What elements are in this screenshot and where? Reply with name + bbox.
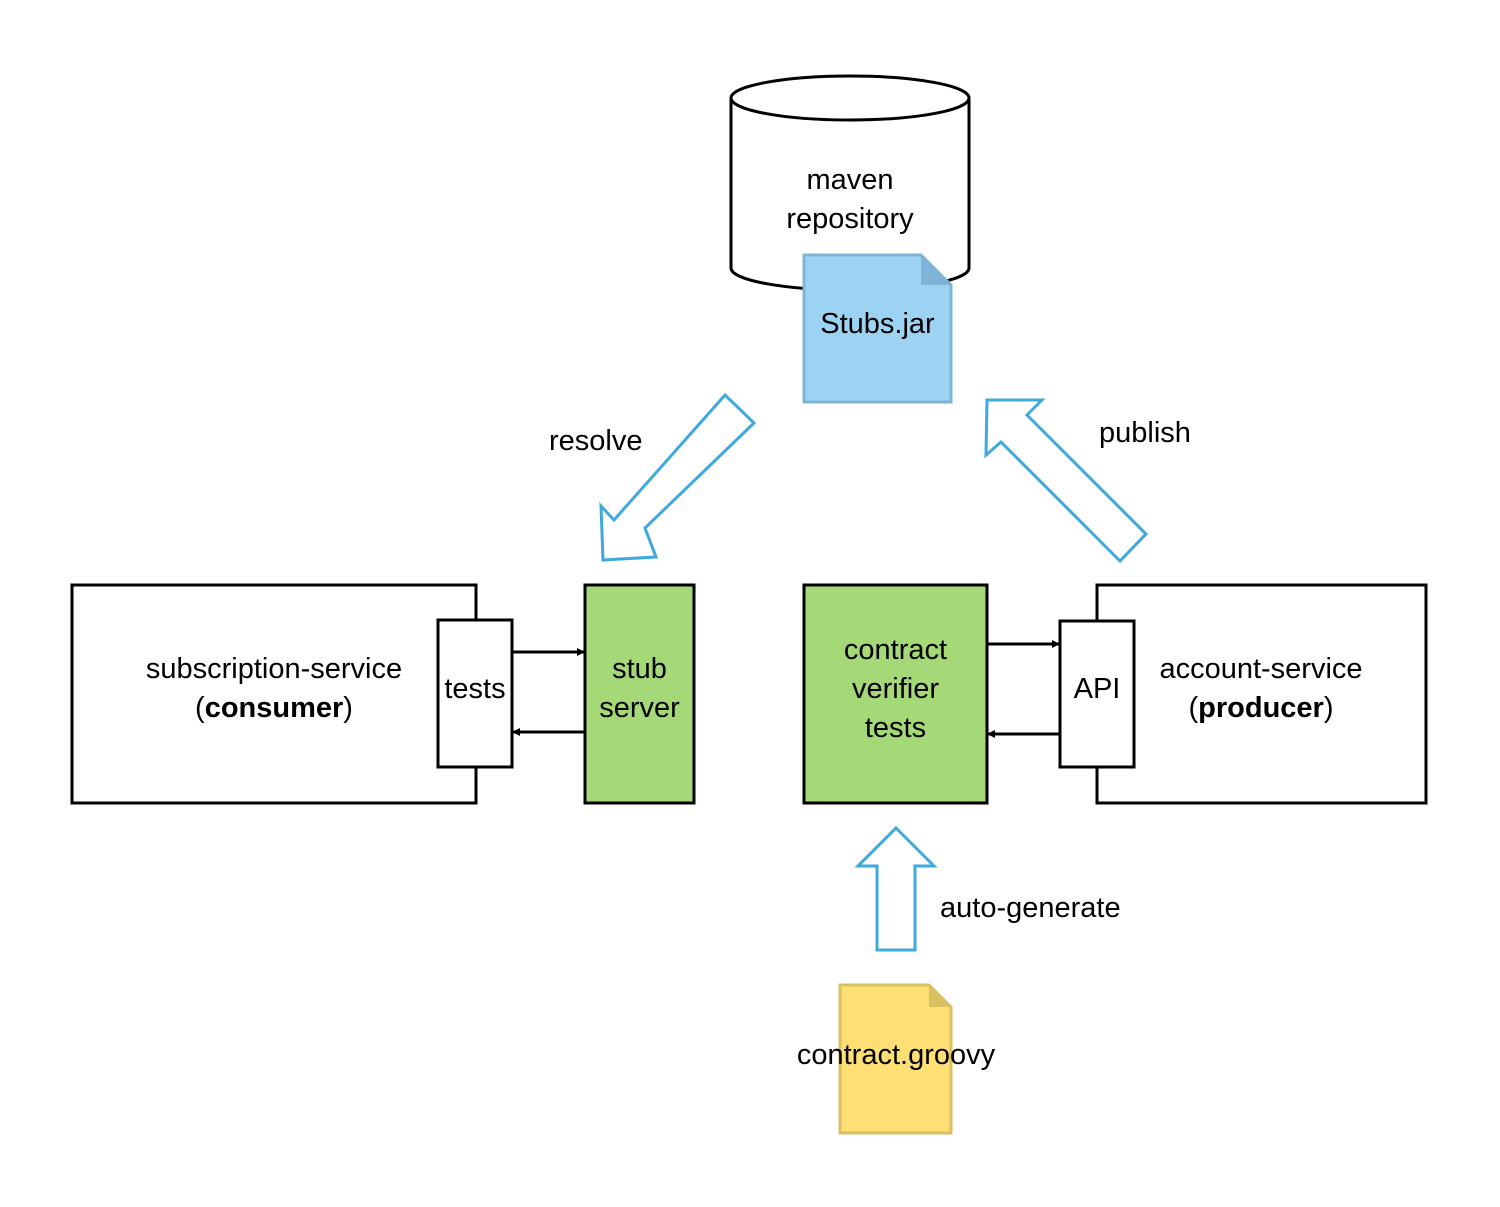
producer-api-box [1058,619,1136,769]
verifier-line2: verifier [851,673,939,705]
consumer-role: (consumer) [118,689,430,728]
maven-repository-label: maven repository [750,161,950,239]
producer-api-label: API [1073,673,1121,705]
stubs-jar-label: Stubs.jar [820,308,935,340]
consumer-role-text: consumer [204,692,344,724]
publish-label: publish [1099,417,1191,449]
repository-label-line1: maven [806,164,894,196]
resolve-label: resolve [549,425,643,457]
stubs-jar-file-icon [802,253,953,404]
producer-role-text: producer [1198,692,1324,724]
verifier-line3: tests [864,712,927,744]
stub-server-line1: stub [612,653,667,685]
resolve-arrow-icon [599,392,757,562]
verifier-line1: contract [843,634,948,666]
contract-groovy-label: contract.groovy [796,1039,996,1071]
consumer-tests-box [436,618,514,769]
repository-label-line2: repository [786,203,914,235]
publish-arrow-icon [984,398,1149,564]
auto-generate-arrow-icon [854,825,938,952]
consumer-service-box [70,583,478,805]
producer-service-box [1095,583,1428,805]
consumer-tests-label: tests [444,673,506,705]
contract-groovy-file-icon [838,983,953,1135]
maven-repository-cylinder [729,74,971,292]
producer-name: account-service [1159,653,1363,685]
stub-server-line2: server [599,692,680,724]
producer-role: (producer) [1134,689,1388,728]
paren-close: ) [343,692,353,724]
paren-open: ( [195,692,205,724]
paren-open: ( [1188,692,1199,724]
paren-close: ) [1323,692,1334,724]
consumer-label: subscription-service (consumer) [118,650,430,728]
contract-verifier-label: contract verifier tests [804,631,987,748]
producer-label: account-service (producer) [1134,650,1388,728]
auto-generate-label: auto-generate [940,892,1121,924]
consumer-name: subscription-service [145,653,403,685]
stub-server-label: stub server [585,650,694,728]
contract-verifier-box [802,583,989,805]
stub-server-box [583,583,696,805]
